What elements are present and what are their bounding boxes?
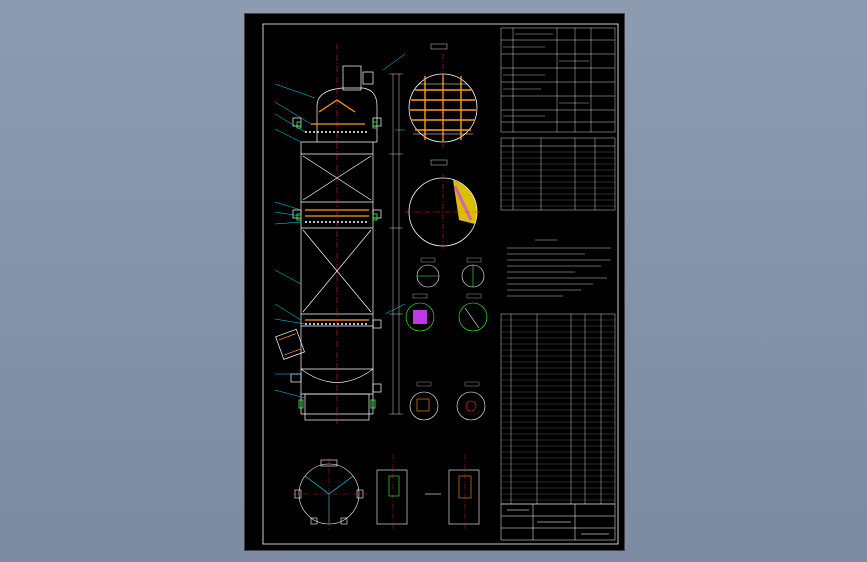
parts-rows bbox=[501, 319, 615, 501]
bottom-plan-view bbox=[293, 454, 480, 530]
technical-notes bbox=[507, 239, 611, 297]
design-data-table bbox=[500, 27, 616, 133]
leader-lines bbox=[274, 53, 406, 399]
drawing-sheet bbox=[244, 13, 625, 551]
design-data-fill bbox=[503, 33, 589, 117]
nozzle-table bbox=[500, 137, 616, 211]
title-block-fill bbox=[507, 509, 609, 535]
main-column-elevation bbox=[300, 65, 378, 421]
cad-drawing bbox=[262, 23, 619, 545]
dimension-lines bbox=[389, 73, 403, 415]
parts-list bbox=[500, 313, 616, 505]
manhole bbox=[275, 328, 305, 360]
title-block bbox=[500, 503, 616, 541]
distributor-section bbox=[405, 159, 481, 250]
top-tray-section bbox=[408, 43, 478, 148]
nozzle-rows bbox=[501, 151, 615, 207]
support-brackets bbox=[296, 121, 378, 409]
outer-frame bbox=[262, 23, 619, 545]
detail-views bbox=[405, 257, 488, 421]
